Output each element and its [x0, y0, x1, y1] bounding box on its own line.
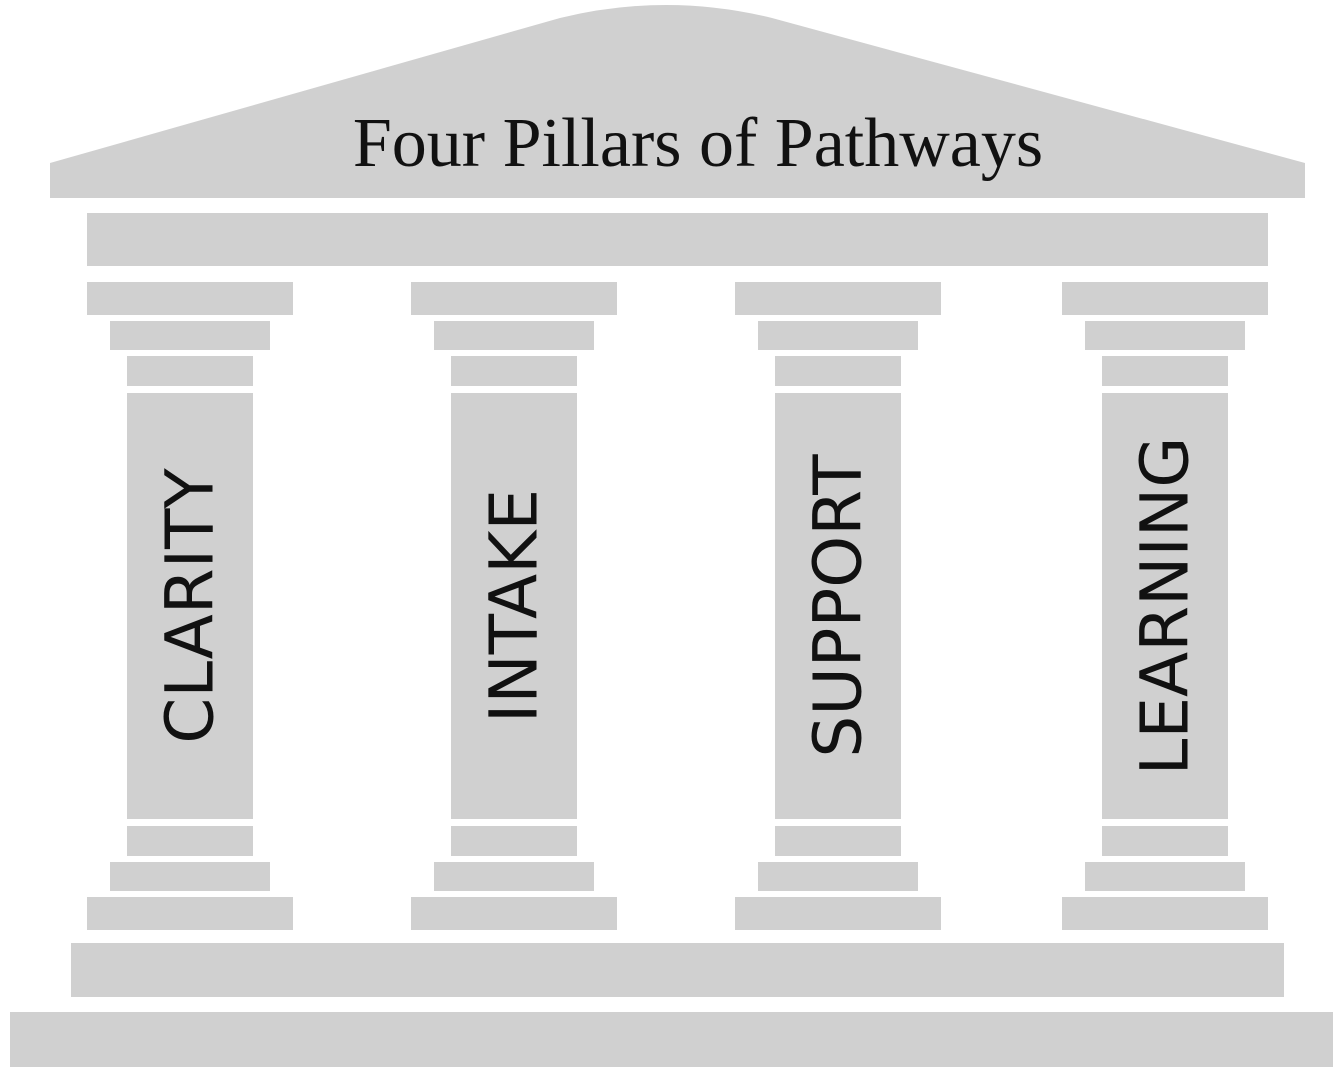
pillar-capital-top [735, 282, 941, 315]
pillar-capital-mid [758, 321, 918, 350]
pillar-capital-mid [110, 321, 270, 350]
pillar-support: SUPPORT [735, 282, 941, 930]
pillar-base-neck [451, 826, 577, 856]
pillar-label: LEARNING [1127, 437, 1204, 776]
pillar-capital-neck [1102, 356, 1228, 386]
entablature-beam [87, 213, 1268, 266]
pillar-capital-top [87, 282, 293, 315]
foundation-step [10, 1012, 1333, 1067]
pillar-base-bottom [1062, 897, 1268, 930]
pillar-base-neck [1102, 826, 1228, 856]
pillar-learning: LEARNING [1062, 282, 1268, 930]
pillar-clarity: CLARITY [87, 282, 293, 930]
pillar-label: CLARITY [152, 468, 229, 744]
pillar-base-mid [758, 862, 918, 891]
pillar-base-bottom [87, 897, 293, 930]
pillar-capital-neck [775, 356, 901, 386]
pillar-base-neck [127, 826, 253, 856]
pillars: CLARITY INTAKE SUPPORT LEARNING [87, 282, 1268, 930]
pillar-capital-mid [434, 321, 594, 350]
pillar-base-mid [1085, 862, 1245, 891]
pillar-capital-top [1062, 282, 1268, 315]
pillar-capital-neck [451, 356, 577, 386]
pillar-label: SUPPORT [800, 454, 877, 758]
pillar-capital-neck [127, 356, 253, 386]
title: Four Pillars of Pathways [353, 105, 1043, 182]
stylobate-step [71, 943, 1284, 997]
pillar-base-mid [110, 862, 270, 891]
pillar-intake: INTAKE [411, 282, 617, 930]
pillar-capital-top [411, 282, 617, 315]
pillar-base-mid [434, 862, 594, 891]
pillar-base-bottom [411, 897, 617, 930]
pillar-capital-mid [1085, 321, 1245, 350]
pillar-base-neck [775, 826, 901, 856]
pillar-base-bottom [735, 897, 941, 930]
pillar-label: INTAKE [476, 489, 553, 723]
